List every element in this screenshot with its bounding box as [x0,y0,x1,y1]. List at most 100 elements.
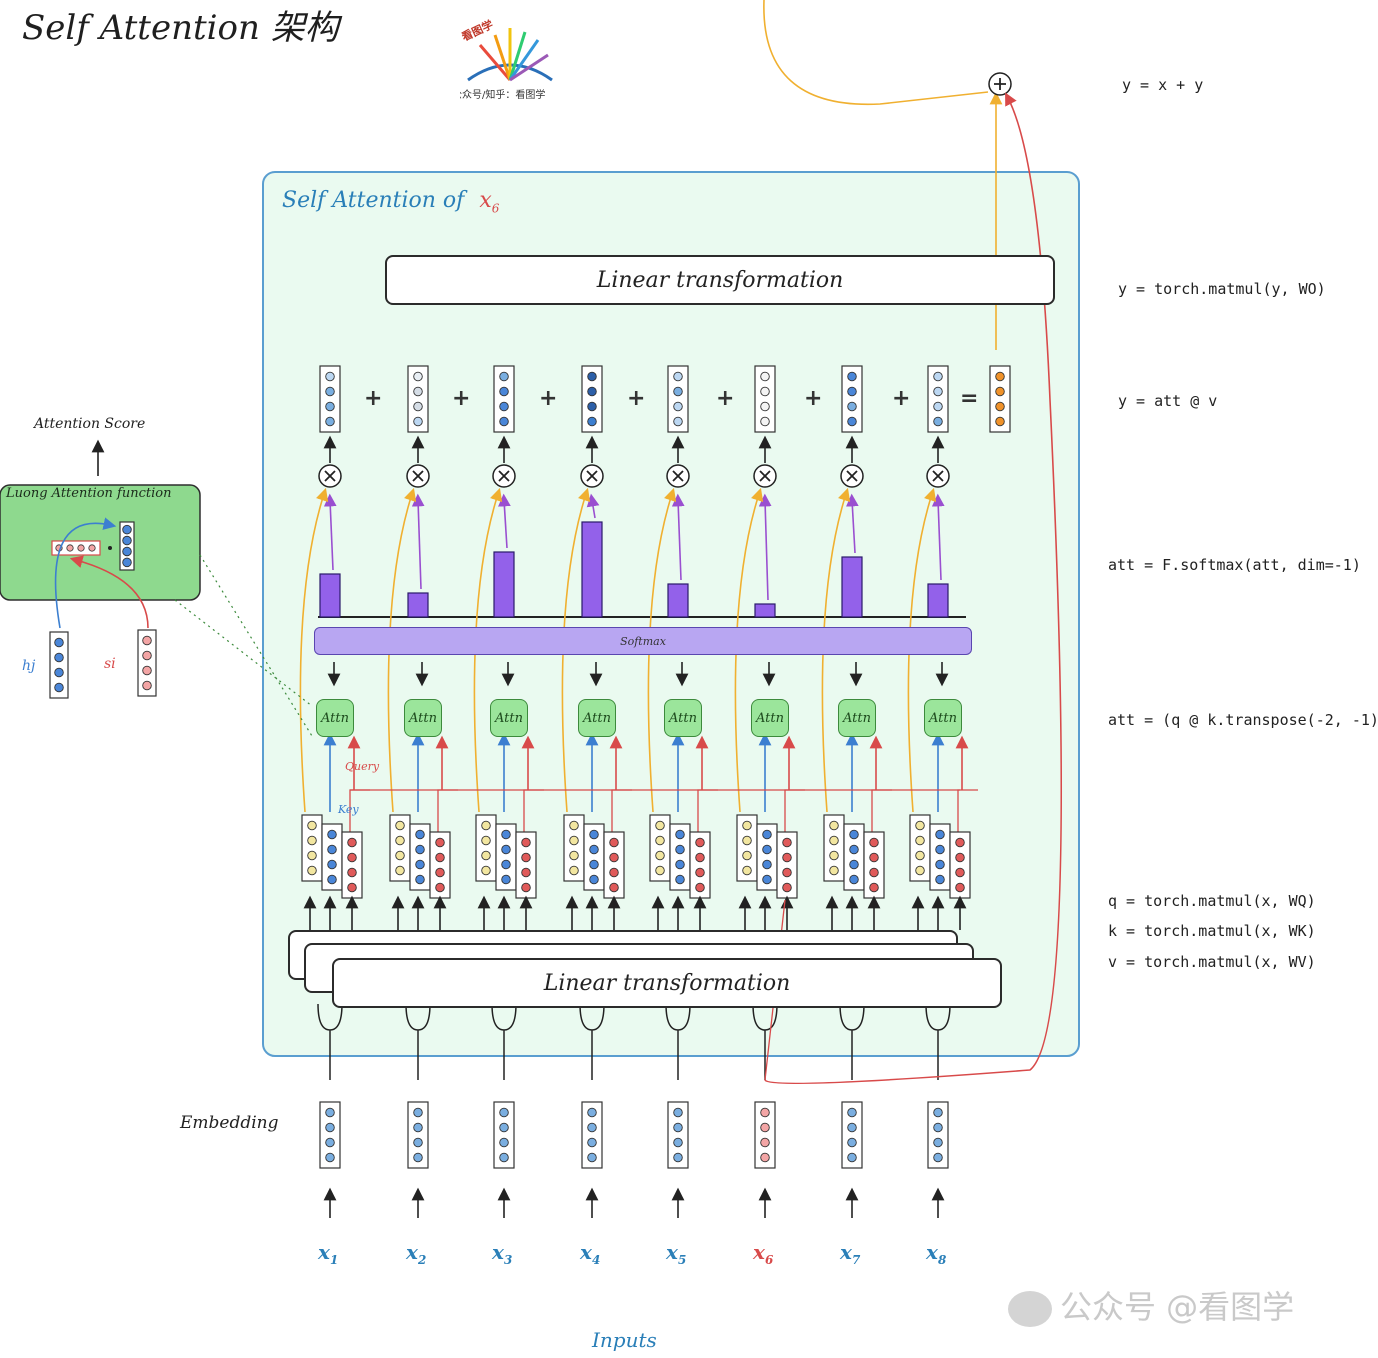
value-arrow-8 [907,487,937,813]
value-vector-3-cell [521,852,531,863]
weight-arrow-2 [411,493,425,590]
weighted-value-vector-7-cell [847,371,857,382]
watermark: 公众号 @看图学 [1008,1282,1294,1328]
key-vector-5-cell [675,874,685,885]
key-vector-1-cell [327,874,337,885]
weight-bar-8 [927,583,949,618]
embedding-split-1 [317,1003,343,1080]
weight-bar-5 [667,583,689,618]
si-label: si [104,656,116,672]
value-vector-1-cell [347,837,357,848]
multiply-symbol [412,470,424,482]
value-arrow-1 [299,487,329,813]
key-vector-8-cell [935,874,945,885]
embedding-split-8 [925,1003,951,1080]
weighted-value-vector-7-cell [847,401,857,412]
weighted-value-vector-4-cell [587,371,597,382]
embedding-vector-5 [667,1101,689,1169]
embedding-vector-6-cell [760,1107,770,1118]
input-var: x [406,1240,418,1264]
query-vector-7-cell [829,850,839,861]
weight-arrow-5 [671,493,685,581]
key-vector-3-cell [501,844,511,855]
weighted-value-vector-6-cell [760,386,770,397]
value-vector-3-cell [521,837,531,848]
query-vector-3-cell [481,820,491,831]
value-vector-1-cell [347,852,357,863]
query-vector-1-cell [307,865,317,876]
attn-node-1: Attn [316,699,354,737]
multiply-symbol [759,470,771,482]
embedding-split-5 [665,1003,691,1080]
query-vector-6-cell [742,865,752,876]
luong-key-vector-cell [122,546,132,557]
weighted-value-vector-6-cell [760,371,770,382]
si-vector [137,629,157,697]
embedding-vector-8 [927,1101,949,1169]
key-vector-2-cell [415,859,425,870]
key-vector-4-cell [589,829,599,840]
embedding-vector-4-cell [587,1137,597,1148]
input-var: x [666,1240,678,1264]
embedding-vector-2-cell [413,1152,423,1163]
key-vector-5-cell [675,829,685,840]
luong-key-vector [119,521,135,571]
query-vector-4-cell [569,850,579,861]
embedding-label: Embedding [180,1113,279,1133]
weighted-value-vector-5-cell [673,371,683,382]
value-vector-4-cell [609,867,619,878]
key-vector-8-cell [935,859,945,870]
weight-arrow-7 [845,493,859,554]
weighted-value-vector-1-cell [325,416,335,427]
value-arrow-4 [561,487,591,813]
weighted-value-vector-3-cell [499,371,509,382]
weighted-value-vector-3 [493,365,515,433]
multiply-symbol [932,470,944,482]
embedding-vector-7-cell [847,1122,857,1133]
inner-title: Self Attention of x6 [282,188,499,215]
si-arrow [69,555,149,629]
si-vector-cell [142,650,152,661]
key-vector-3-cell [501,829,511,840]
attn-node-3: Attn [490,699,528,737]
value-vector-8-cell [955,852,965,863]
embedding-vector-5-cell [673,1122,683,1133]
si-vector-cell [142,680,152,691]
key-vector-7-cell [849,844,859,855]
query-vector-5-cell [655,850,665,861]
query-vector-4-cell [569,820,579,831]
value-arrow-6 [734,487,764,813]
input-subscript: 8 [937,1253,947,1267]
plus-sign: + [364,386,383,411]
input-var: x [753,1240,765,1264]
weight-bar-1 [319,573,341,618]
code-line-output-proj: y = torch.matmul(y, WO) [1118,280,1326,298]
query-vector-2-cell [395,865,405,876]
query-vector-8-cell [915,835,925,846]
attn-node-7: Attn [838,699,876,737]
key-vector-6-cell [762,874,772,885]
embedding-vector-5-cell [673,1107,683,1118]
weighted-value-vector-4-cell [587,401,597,412]
luong-query-cell [88,544,96,552]
plus-sign: + [627,386,646,411]
query-vector-8-cell [915,850,925,861]
input-label-4: x4 [580,1240,600,1267]
embedding-vector-2-cell [413,1122,423,1133]
value-vector-8-cell [955,867,965,878]
embedding-split-2 [405,1003,431,1080]
input-var: x [580,1240,592,1264]
embedding-vector-1-cell [325,1152,335,1163]
embedding-vector-5-cell [673,1137,683,1148]
embedding-vector-2-cell [413,1137,423,1148]
plus-sign: + [716,386,735,411]
weighted-value-vector-4 [581,365,603,433]
logo-caption: 公众号/知乎：看图学 [460,88,545,100]
weighted-value-vector-8-cell [933,371,943,382]
weighted-value-vector-6 [754,365,776,433]
query-vector-5-cell [655,835,665,846]
value-vector-6-cell [782,837,792,848]
weight-arrow-3 [498,493,511,549]
input-subscript: 7 [851,1253,861,1267]
